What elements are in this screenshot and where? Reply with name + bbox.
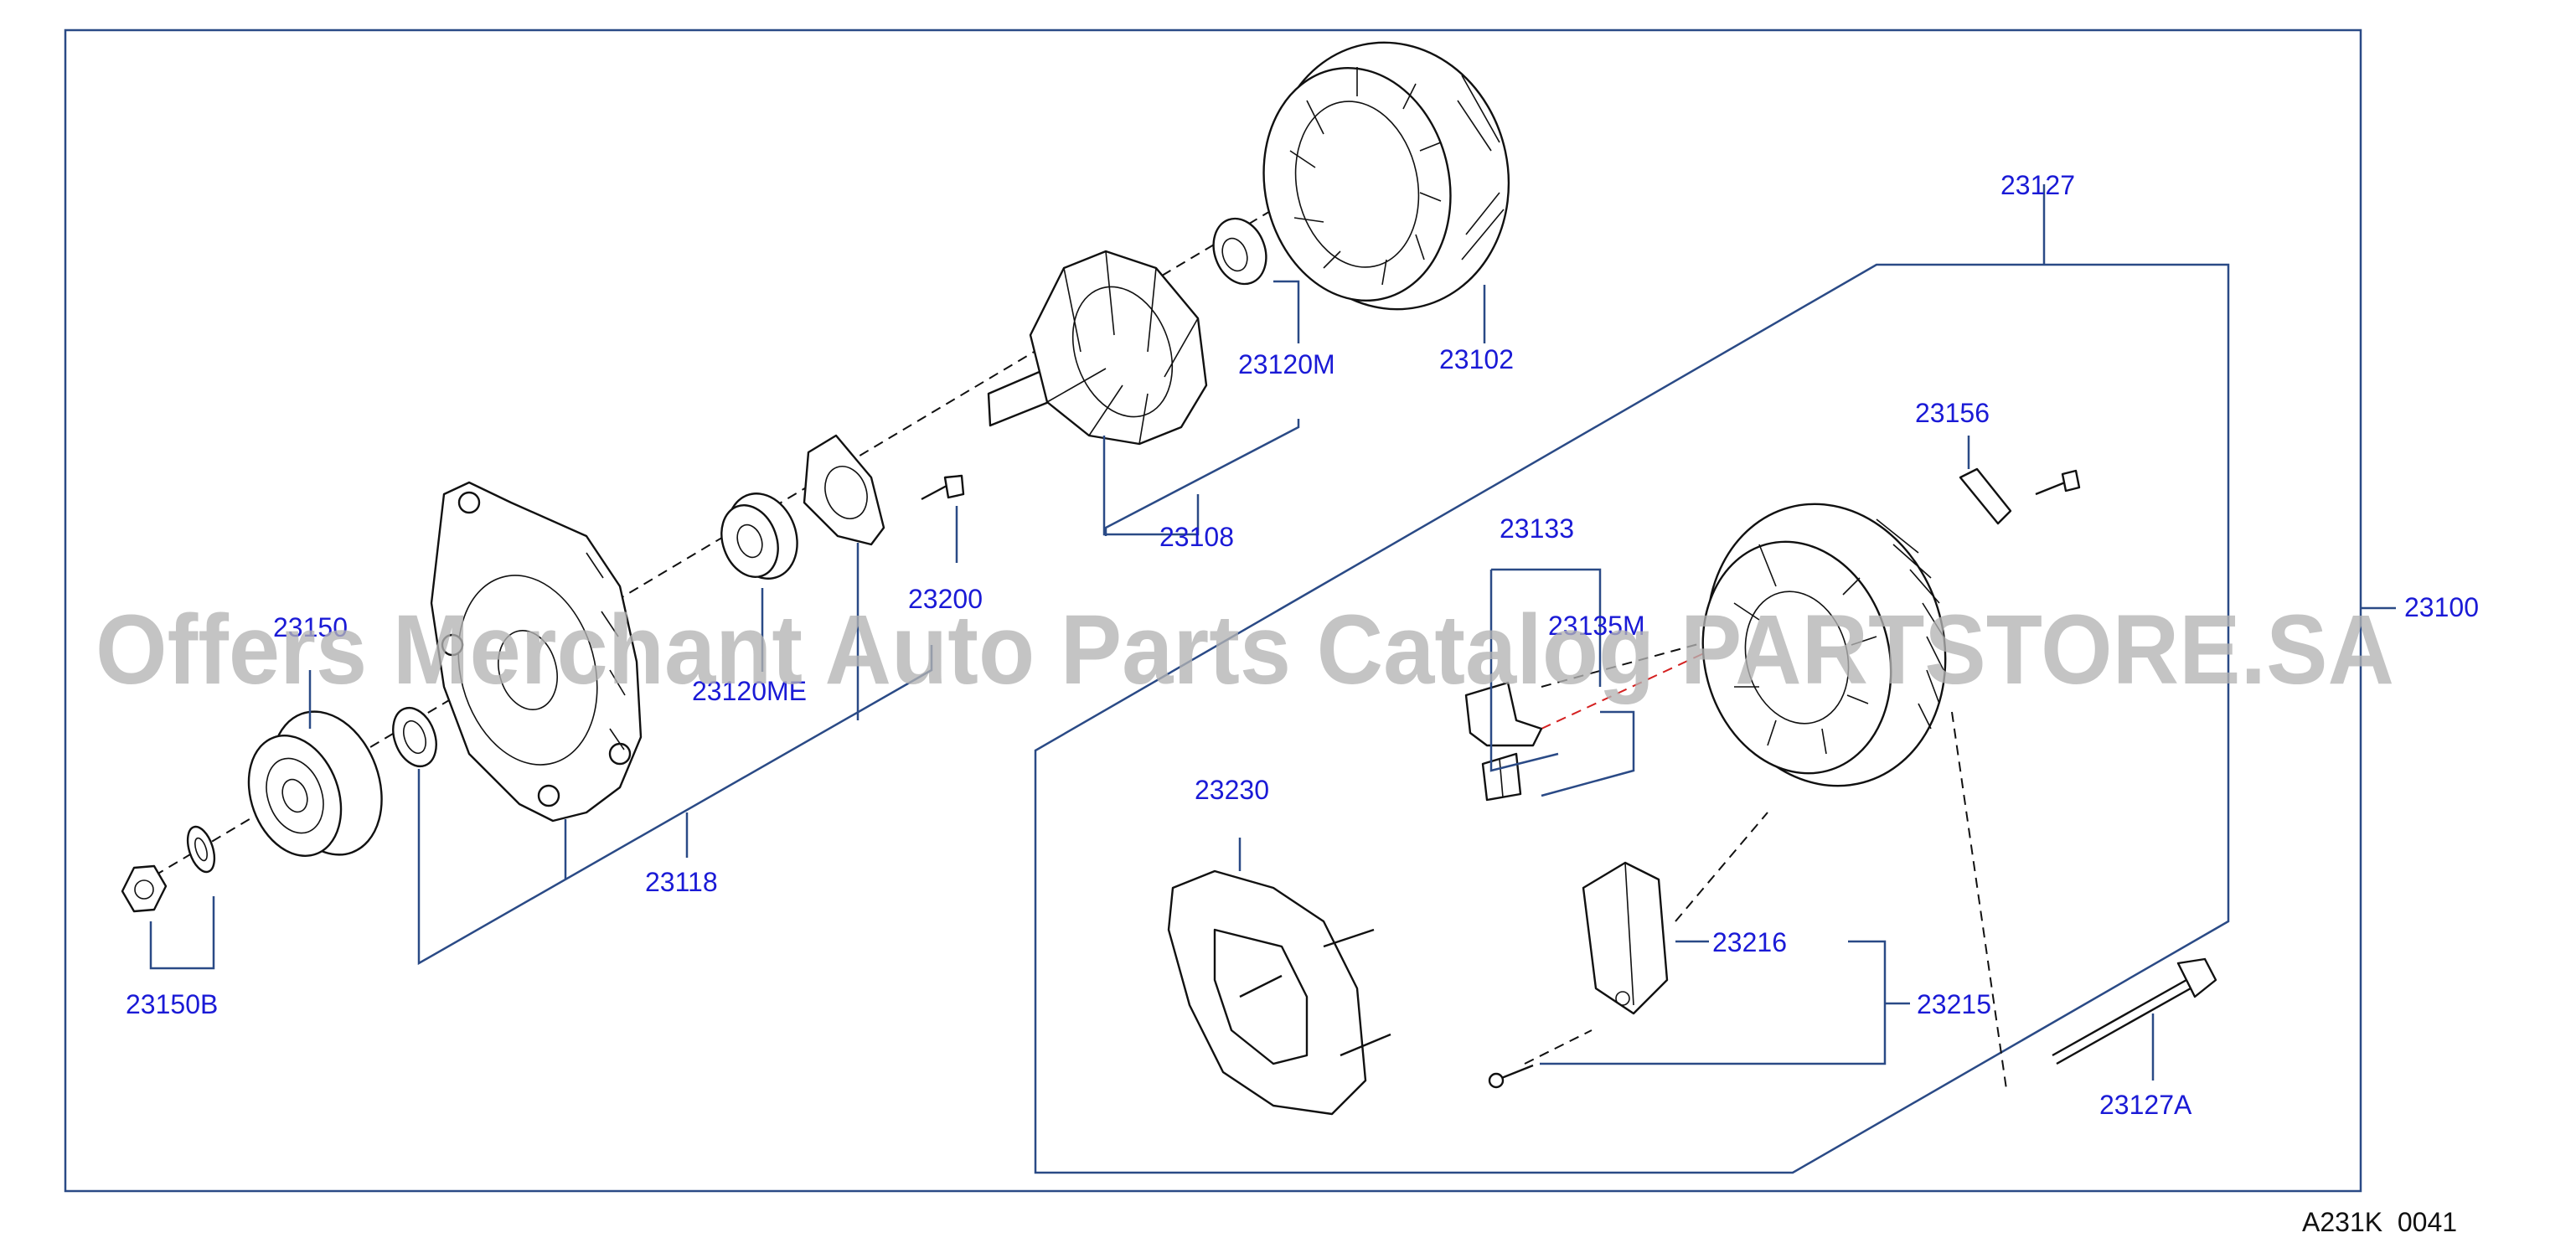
label-23127[interactable]: 23127 xyxy=(2000,170,2075,200)
label-23135m[interactable]: 23135M xyxy=(1548,611,1645,641)
spacer-ring-part xyxy=(392,706,437,768)
brush-holder-screw-part xyxy=(1488,1064,1534,1089)
front-housing-part xyxy=(430,481,643,823)
bearing-retainer-part xyxy=(803,434,885,546)
assembly-frame xyxy=(64,28,2362,1193)
label-23127a[interactable]: 23127A xyxy=(2099,1090,2192,1120)
retainer-screw-part xyxy=(921,474,965,501)
stator-part xyxy=(1262,41,1510,311)
rotor-part xyxy=(987,250,1208,446)
leader-lines xyxy=(149,184,2396,1081)
rear-housing-part xyxy=(1701,503,1947,787)
label-23150[interactable]: 23150 xyxy=(273,612,348,642)
label-23120m[interactable]: 23120M xyxy=(1238,349,1335,379)
label-23108[interactable]: 23108 xyxy=(1159,522,1234,552)
nut-part xyxy=(121,864,168,913)
label-23216[interactable]: 23216 xyxy=(1712,927,1787,957)
watermark-text: Offers Merchant Auto Parts Catalog PARTS… xyxy=(96,595,2394,705)
terminal-stud-part xyxy=(1959,467,2081,525)
label-23100[interactable]: 23100 xyxy=(2404,592,2479,622)
label-23230[interactable]: 23230 xyxy=(1195,775,1269,805)
label-23133[interactable]: 23133 xyxy=(1500,513,1574,544)
label-23200[interactable]: 23200 xyxy=(908,584,983,614)
front-bearing-part xyxy=(720,493,798,580)
brush-holder-part xyxy=(1582,861,1669,1015)
label-23215[interactable]: 23215 xyxy=(1917,989,1991,1019)
pulley-part xyxy=(247,710,383,857)
part-labels: 23100 23102 23108 23118 23120M 23120ME 2… xyxy=(126,170,2479,1120)
label-23118[interactable]: 23118 xyxy=(645,867,718,897)
label-23156[interactable]: 23156 xyxy=(1915,398,1990,428)
label-23102[interactable]: 23102 xyxy=(1439,344,1514,374)
through-bolt-part xyxy=(2052,957,2217,1065)
diagram-code: A231K 0041 xyxy=(2302,1207,2457,1237)
label-23150b[interactable]: 23150B xyxy=(126,989,218,1019)
insulator-plate-part xyxy=(1167,869,1391,1116)
rear-bearing-part xyxy=(1212,217,1267,286)
washer-part xyxy=(186,825,216,874)
label-23120me[interactable]: 23120ME xyxy=(692,676,807,706)
rear-assembly-frame xyxy=(1034,263,2230,1174)
